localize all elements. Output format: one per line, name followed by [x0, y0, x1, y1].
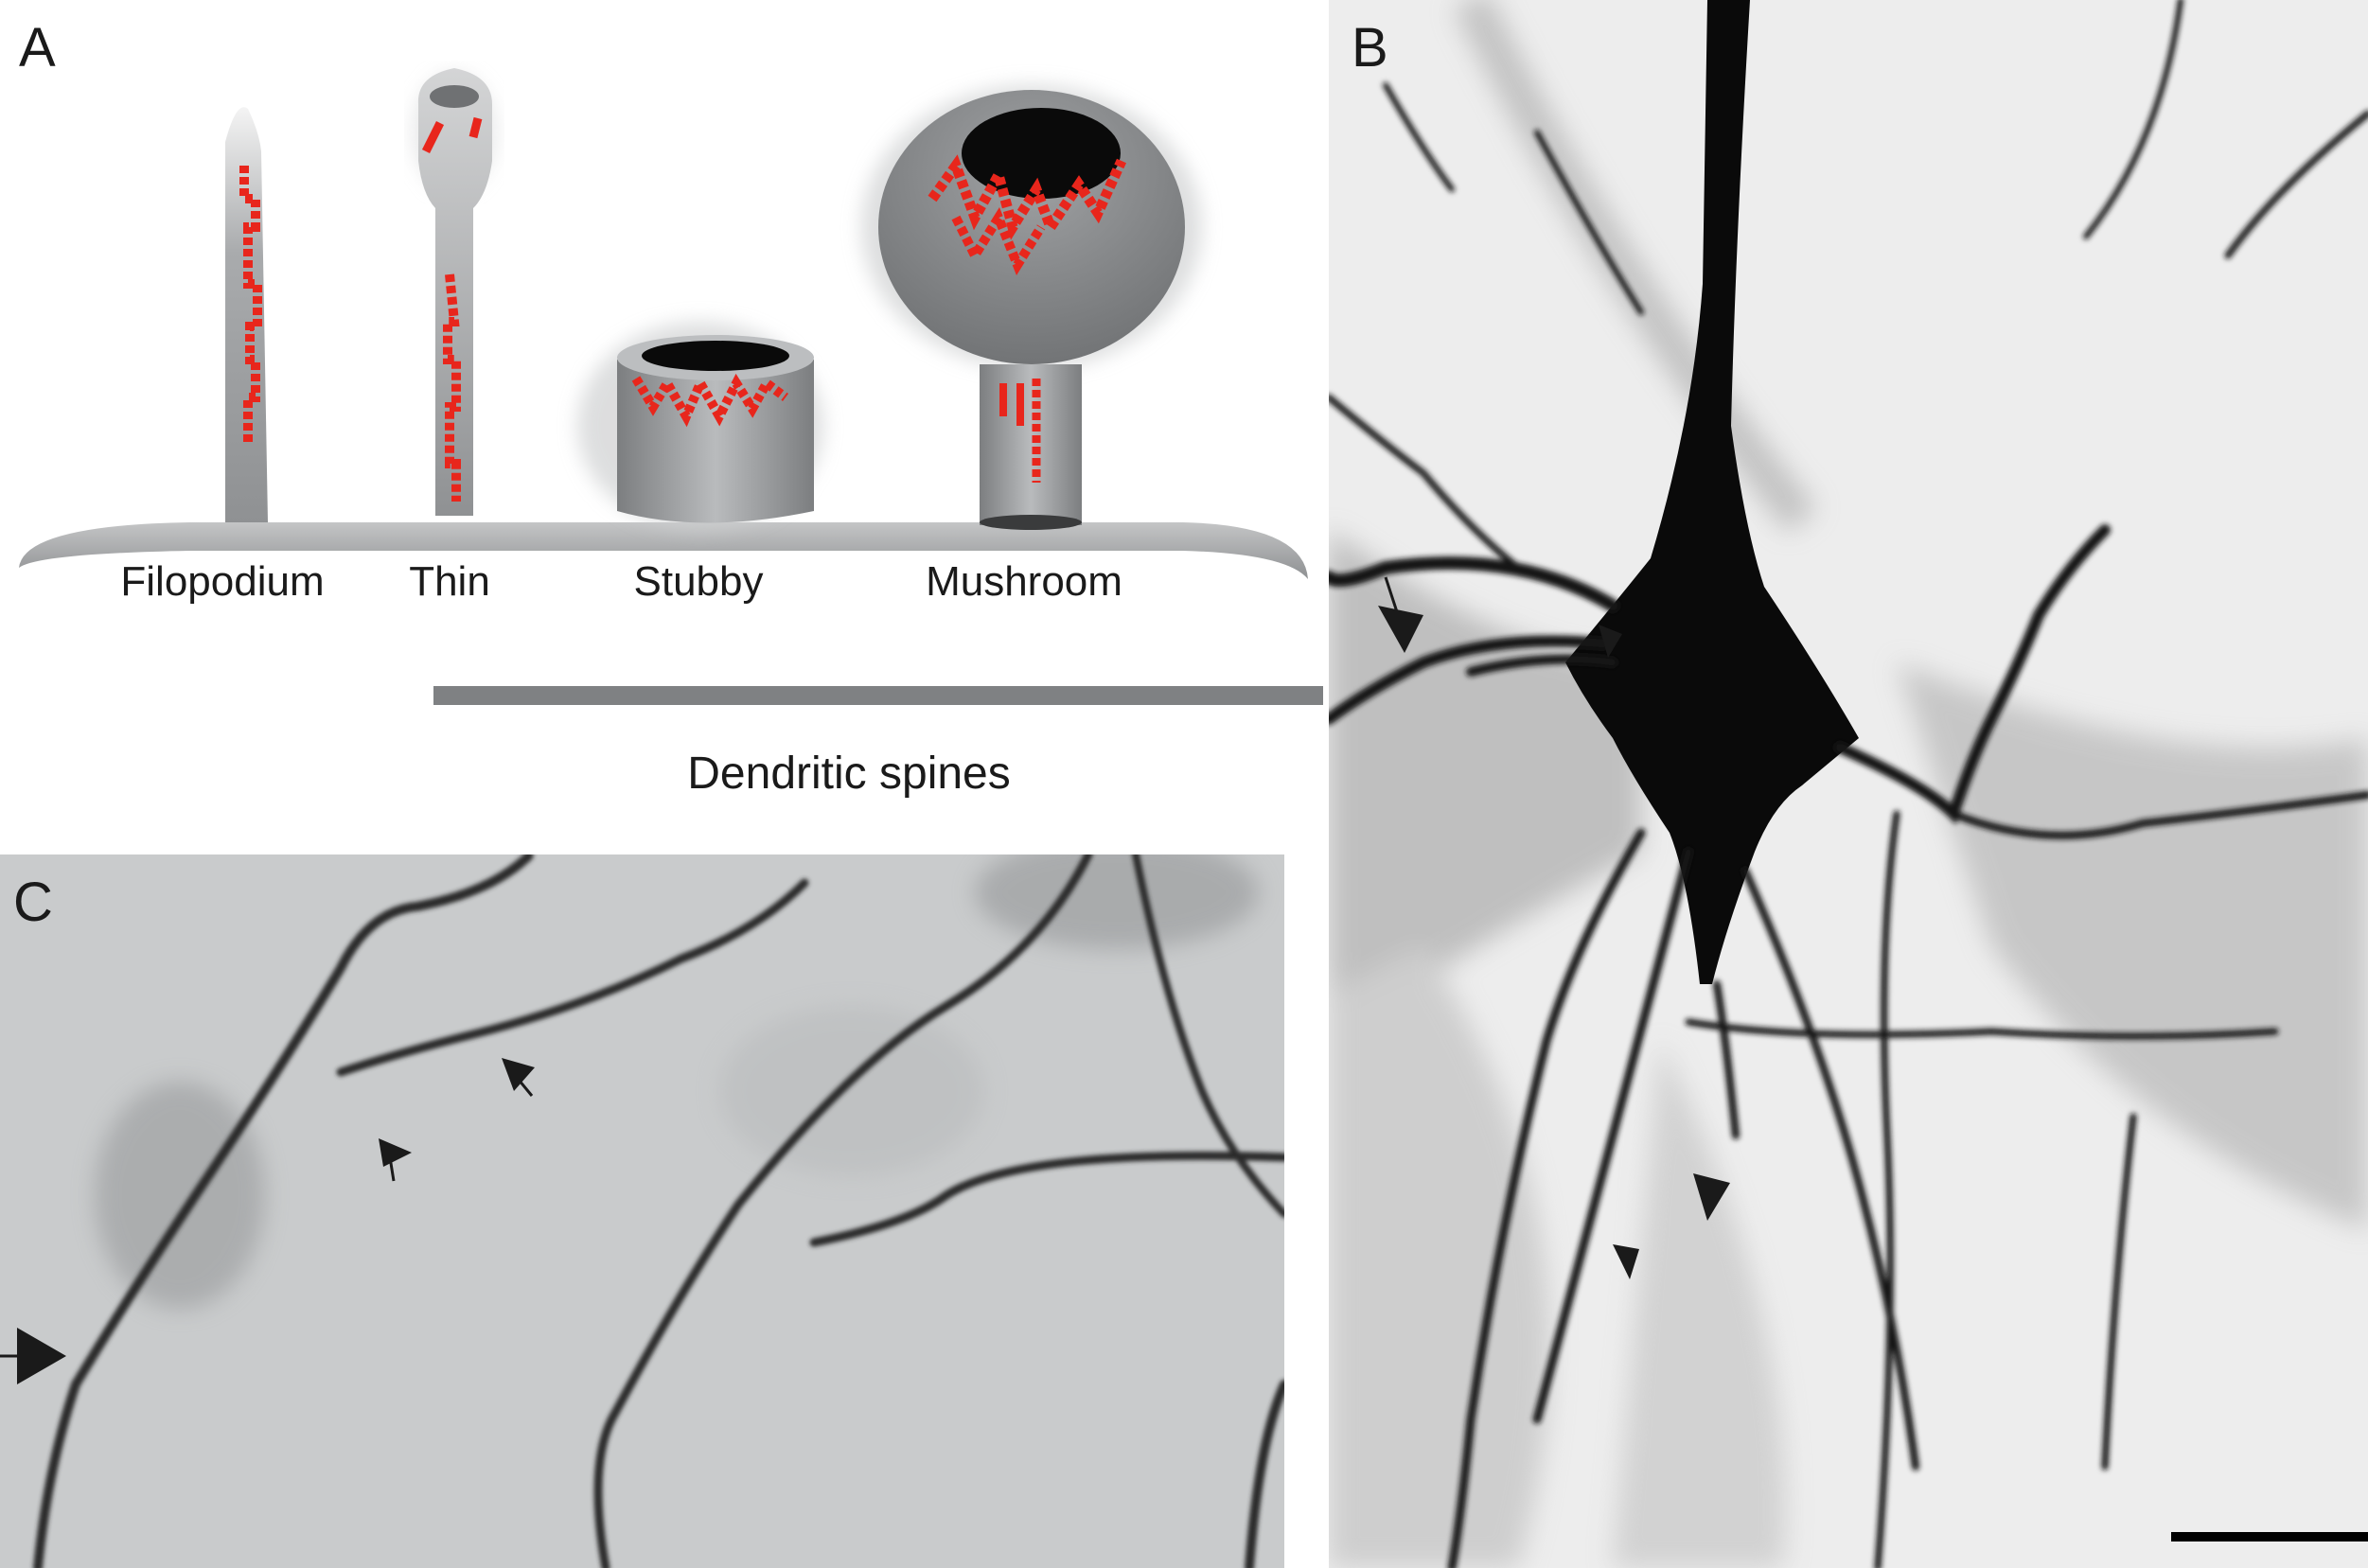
dendritic-spines-label: Dendritic spines — [687, 749, 1011, 799]
panel-label-c: C — [13, 872, 53, 933]
arrow-icons-c — [0, 1058, 535, 1384]
neuron-image — [1329, 0, 2368, 1568]
panel-label-a: A — [19, 17, 56, 79]
label-stubby: Stubby — [633, 558, 764, 605]
scale-bar — [2171, 1532, 2368, 1542]
panel-label-b: B — [1352, 17, 1388, 79]
arrow-icons — [1378, 576, 1730, 1279]
panel-b-neuron-micrograph: B — [1329, 0, 2368, 1568]
dendrite-image — [0, 854, 1284, 1568]
label-filopodium: Filopodium — [120, 558, 325, 605]
label-thin: Thin — [409, 558, 490, 605]
dendritic-spines-bracket-bar — [433, 686, 1323, 705]
panel-a-spine-schematic: A — [0, 0, 1323, 833]
panel-c-dendrite-micrograph: C — [0, 854, 1284, 1568]
label-mushroom: Mushroom — [926, 558, 1122, 605]
spine-schematic-graphic — [19, 68, 1308, 579]
